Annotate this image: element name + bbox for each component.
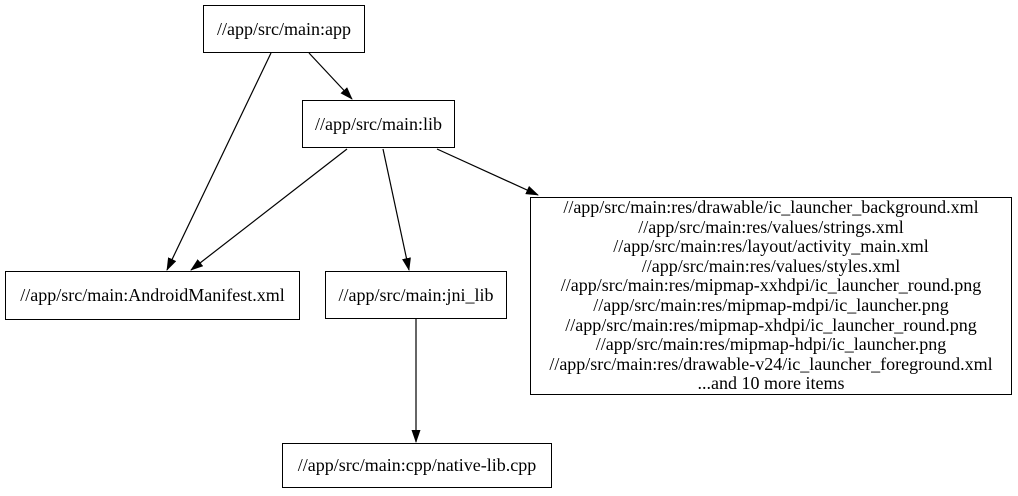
res-file-item: //app/src/main:res/mipmap-mdpi/ic_launch… xyxy=(593,295,949,315)
node-android-manifest: //app/src/main:AndroidManifest.xml xyxy=(5,271,300,320)
node-native-lib-cpp: //app/src/main:cpp/native-lib.cpp xyxy=(282,443,552,488)
node-res-file-group: //app/src/main:res/drawable/ic_launcher_… xyxy=(530,197,1012,395)
edge-lib-to-manifest xyxy=(190,148,348,271)
node-lib-label: //app/src/main:lib xyxy=(315,113,442,134)
edge-lib-to-jni-lib xyxy=(382,148,411,271)
edge-lib-to-res-group xyxy=(436,148,539,196)
node-jni-lib: //app/src/main:jni_lib xyxy=(325,271,507,319)
res-file-item: //app/src/main:res/mipmap-xhdpi/ic_launc… xyxy=(565,314,977,335)
edge-app-to-manifest xyxy=(166,52,272,271)
res-file-item: //app/src/main:res/values/strings.xml xyxy=(638,216,904,237)
node-native-lib-cpp-label: //app/src/main:cpp/native-lib.cpp xyxy=(297,455,537,476)
node-lib-target: //app/src/main:lib xyxy=(302,100,455,148)
res-more-items: ...and 10 more items xyxy=(697,373,845,394)
node-android-manifest-label: //app/src/main:AndroidManifest.xml xyxy=(20,285,285,306)
res-file-item: //app/src/main:res/values/styles.xml xyxy=(641,255,901,276)
edge-app-to-lib xyxy=(308,52,353,100)
node-jni-lib-label: //app/src/main:jni_lib xyxy=(338,284,494,305)
res-file-item: //app/src/main:res/mipmap-hdpi/ic_launch… xyxy=(595,334,947,355)
res-file-item: //app/src/main:res/drawable/ic_launcher_… xyxy=(563,197,979,218)
res-file-item: //app/src/main:res/layout/activity_main.… xyxy=(613,236,929,257)
node-app-target: //app/src/main:app xyxy=(203,5,365,53)
node-app-label: //app/src/main:app xyxy=(217,18,351,39)
res-file-item: //app/src/main:res/drawable-v24/ic_launc… xyxy=(549,353,993,374)
res-file-item: //app/src/main:res/mipmap-xxhdpi/ic_laun… xyxy=(560,275,982,296)
